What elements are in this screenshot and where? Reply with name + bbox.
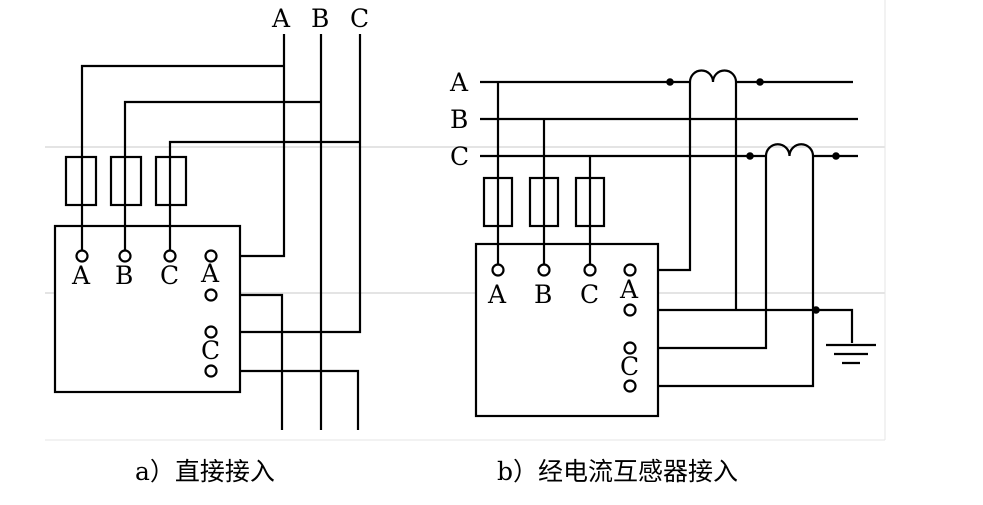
terminal-label: B (115, 261, 133, 290)
wire-ct-c-s2 (634, 156, 815, 388)
wire-a-out-c (217, 369, 360, 430)
junction-dot (756, 78, 764, 86)
terminal-voltage-c (583, 263, 597, 277)
terminal-label: C (580, 280, 599, 309)
terminal-voltage-a (491, 263, 505, 277)
caption-b: b）经电流互感器接入 (497, 457, 738, 486)
wire-ct-c-s1 (634, 156, 768, 350)
terminal-current-c-out (623, 379, 637, 393)
wire-common-return (634, 308, 854, 343)
terminal-label: A (200, 259, 220, 288)
junction-dot (666, 78, 674, 86)
wire-a-tap-b (123, 100, 321, 157)
line-label-b: B (450, 105, 468, 134)
terminal-current-a-in (623, 263, 637, 277)
terminal-label: C (620, 352, 639, 381)
wire-a-line-c (217, 34, 362, 334)
terminal-label: C (160, 261, 179, 290)
terminal-current-a-out (204, 288, 218, 302)
terminal-label: B (534, 280, 552, 309)
terminal-voltage-a (75, 249, 89, 263)
terminal-current-a-in (204, 249, 218, 263)
diagram-a: A B C A B (53, 4, 369, 486)
terminal-label: A (71, 261, 91, 290)
caption-a: a）直接接入 (135, 457, 275, 486)
wire-a-tap-a (80, 64, 284, 157)
terminal-label: C (201, 336, 220, 365)
terminal-label: A (619, 275, 639, 304)
terminal-label: A (487, 280, 507, 309)
wire-a-tap-c (168, 140, 360, 157)
wire-ct-a-s1 (634, 82, 692, 272)
diagram-b: A B C (449, 68, 876, 486)
ct-coil-a (688, 69, 738, 83)
terminal-voltage-b (118, 249, 132, 263)
junction-dot (832, 152, 840, 160)
junction-dot (746, 152, 754, 160)
line-label-a: A (271, 4, 291, 33)
terminal-voltage-c (163, 249, 177, 263)
line-label-c: C (350, 4, 369, 33)
terminal-voltage-b (537, 263, 551, 277)
terminal-current-a-out (623, 303, 637, 317)
line-label-b: B (311, 4, 329, 33)
terminal-current-c-in (204, 325, 218, 339)
terminal-current-c-in (623, 341, 637, 355)
wire-a-line-a (217, 34, 286, 258)
line-label-c: C (450, 142, 469, 171)
ct-coil-c (764, 143, 815, 157)
terminal-current-c-out (204, 364, 218, 378)
line-label-a: A (449, 68, 469, 97)
